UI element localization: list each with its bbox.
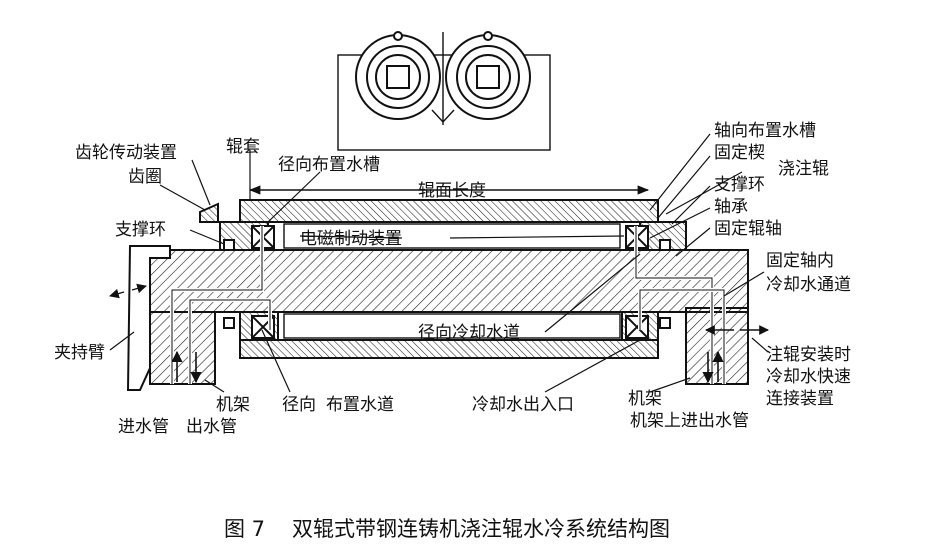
label-support-ring-left: 支撑环 [115, 220, 166, 240]
label-brake: 电磁制动装置 [300, 229, 402, 249]
right-seal-lower [659, 317, 671, 329]
label-roll-face-length: 辊面长度 [418, 181, 486, 201]
figure-caption: 图 7 双辊式带钢连铸机浇注辊水冷系统结构图 [224, 517, 670, 541]
right-seal [659, 239, 671, 251]
label-roll-sleeve: 辊套 [226, 137, 260, 157]
left-roll-mid [366, 45, 430, 109]
left-roll-inner [375, 54, 421, 100]
leader-axial-slot [649, 133, 711, 211]
label-radial-channel: 径向冷却水道 [418, 323, 520, 343]
roll-assembly [109, 185, 769, 391]
left-seal [223, 239, 235, 251]
leader-gear-drive [191, 159, 211, 206]
leader-quick-connect [751, 337, 769, 353]
label-shaft-channel-a: 固定轴内 [766, 251, 834, 271]
label-radial-slot: 径向布置水槽 [278, 155, 380, 175]
label-radial-layout-b: 布置水道 [326, 395, 394, 415]
left-roll-shaft [386, 65, 410, 89]
schematic-frame [337, 54, 551, 151]
label-clamp-arm: 夹持臂 [54, 343, 105, 363]
roll-sleeve-top [239, 199, 659, 223]
leader-support-ring-right [671, 185, 711, 225]
label-quick-connect-c: 连接装置 [766, 389, 834, 409]
right-frame-block [685, 307, 749, 385]
leader-radial-layout [261, 329, 291, 393]
radial-channel-cavity [283, 313, 621, 339]
label-shaft-channel-b: 冷却水通道 [766, 275, 851, 295]
left-roll-pin [393, 31, 403, 41]
leader-frame-right [649, 377, 691, 393]
label-quick-connect-a: 注辊安装时 [766, 345, 851, 365]
right-roll-pin [483, 31, 493, 41]
right-roll-inner [465, 54, 511, 100]
gear-ring-shape [199, 202, 219, 223]
label-gear-drive: 齿轮传动装置 [75, 143, 177, 163]
leader-support-ring-left [189, 229, 225, 245]
left-frame-block [149, 311, 216, 385]
leader-casting-roll [665, 171, 743, 215]
right-roll-mid [456, 45, 520, 109]
fixed-roll-shaft [147, 249, 749, 313]
leader-gear-ring [159, 184, 206, 211]
label-fixed-shaft: 固定辊轴 [714, 219, 782, 239]
label-water-port: 冷却水出入口 [472, 395, 574, 415]
right-roll-shaft [476, 65, 500, 89]
clamp-arm-shape [126, 245, 171, 391]
brake-cavity [283, 223, 621, 249]
label-casting-roll: 浇注辊 [778, 159, 829, 179]
caption-title: 双辊式带钢连铸机浇注辊水冷系统结构图 [292, 517, 670, 541]
labels: 齿轮传动装置 齿圈 辊套 径向布置水槽 辊面长度 支撑环 电磁制动装置 夹持臂 … [54, 121, 851, 437]
label-gear-ring: 齿圈 [128, 167, 162, 187]
leader-brake-left [299, 235, 403, 239]
leader-fixed-wedge [657, 155, 711, 219]
leader-lines [109, 133, 769, 393]
label-frame-left: 机架 [216, 395, 250, 415]
strip-guide [431, 109, 455, 124]
label-frame-pipes: 机架上进出水管 [630, 411, 749, 431]
label-outlet-pipe: 出水管 [186, 417, 237, 437]
label-quick-connect-b: 冷却水快速 [766, 367, 851, 387]
label-inlet-pipe: 进水管 [118, 417, 169, 437]
label-frame-right: 机架 [628, 389, 662, 409]
label-radial-layout-a: 径向 [282, 395, 316, 415]
leader-radial-channel [544, 253, 641, 333]
leader-bearing [649, 207, 711, 239]
left-seal-lower [223, 317, 235, 329]
leader-radial-slot [267, 171, 321, 223]
leader-frame-left [204, 379, 225, 393]
leader-water-port [544, 339, 641, 393]
left-roll-outer [355, 34, 441, 120]
roll-sleeve-bottom [239, 339, 659, 359]
leader-fixed-shaft [675, 227, 711, 257]
leader-clamp-arm [109, 331, 135, 351]
leader-shaft-channel [723, 271, 765, 297]
caption-figure-no: 图 7 [224, 517, 265, 541]
right-roll-outer [445, 34, 531, 120]
label-axial-slot: 轴向布置水槽 [714, 121, 816, 141]
twin-roll-schematic [337, 31, 551, 151]
label-bearing: 轴承 [714, 197, 748, 217]
label-fixed-wedge: 固定楔 [714, 143, 765, 163]
leader-brake-right [449, 235, 625, 239]
label-support-ring-right: 支撑环 [714, 175, 765, 195]
clamp-arrow-right [131, 283, 147, 294]
clamp-arrow-left [109, 288, 125, 299]
